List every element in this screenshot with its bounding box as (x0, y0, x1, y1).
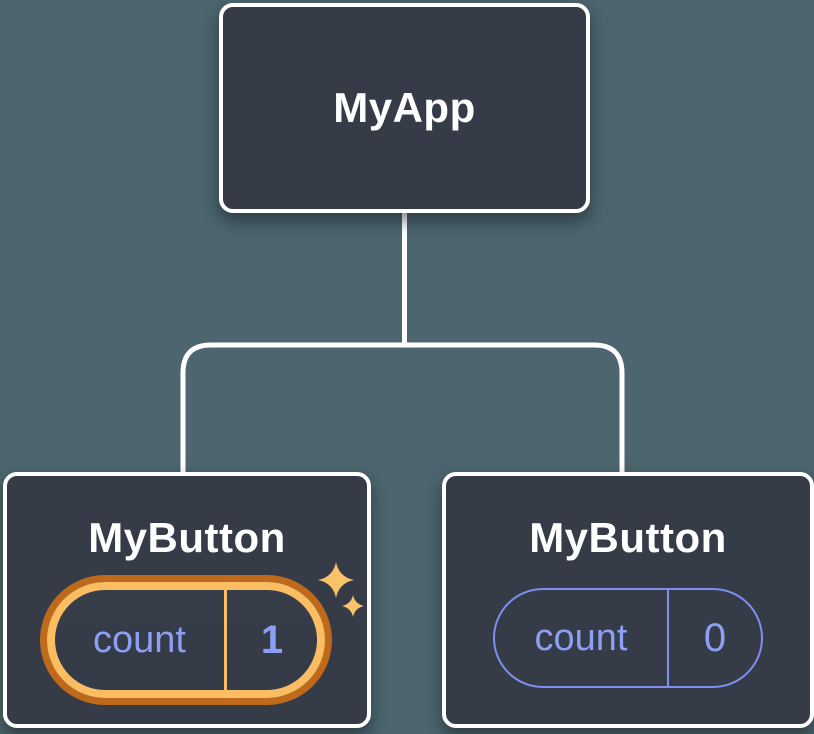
state-key: count (55, 590, 227, 690)
connector-branch (180, 342, 625, 478)
tree-node-mybutton-updated: MyButton count 1 (3, 472, 371, 728)
tree-node-mybutton-default: MyButton count 0 (442, 472, 814, 728)
tree-node-myapp: MyApp (219, 3, 590, 213)
state-pill-highlighted: count 1 (47, 582, 325, 698)
state-value: 1 (260, 617, 284, 662)
state-key: count (495, 590, 669, 686)
state-value: 0 (703, 615, 727, 660)
state-pill: count 0 (493, 588, 763, 688)
node-label: MyApp (333, 84, 476, 131)
sparkle-icon (318, 562, 364, 617)
node-label: MyButton (88, 514, 286, 561)
node-label: MyButton (529, 514, 727, 561)
